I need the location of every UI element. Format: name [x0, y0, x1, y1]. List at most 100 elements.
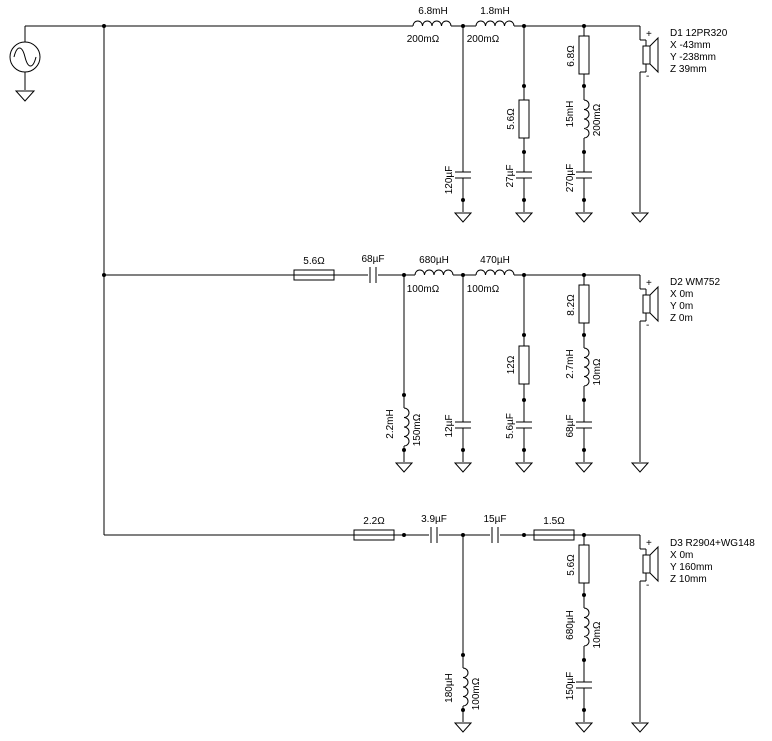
capacitor-b3-c3: 150µF	[565, 672, 592, 722]
capacitor-b3-c1: 3.9µF	[421, 514, 447, 543]
d3-z: Z 10mm	[670, 574, 707, 585]
b3-l3-dcr: 10mΩ	[592, 621, 603, 648]
d3-plus: +	[646, 538, 652, 549]
b1-r1-label: 5.6Ω	[506, 108, 517, 130]
b1-c1-label: 120µF	[444, 166, 455, 195]
junction-dots	[102, 24, 106, 277]
resistor-b2-rs: 5.6Ω	[293, 256, 335, 281]
b1-l1-dcr: 200mΩ	[407, 34, 440, 45]
b2-cs-label: 68µF	[362, 254, 385, 265]
inductor-b3-lsh: 180µH 100mΩ	[444, 535, 482, 722]
b3-l3-value: 680µH	[565, 610, 576, 640]
d3-y: Y 160mm	[670, 562, 713, 573]
ground-icon	[394, 462, 414, 473]
b1-c3-label: 270µF	[565, 164, 576, 193]
d1-y: Y -238mm	[670, 52, 716, 63]
inductor-b1-l2: 1.8mH 200mΩ	[467, 6, 515, 45]
b2-rs-label: 5.6Ω	[303, 256, 325, 267]
resistor-b1-r2: 6.8Ω	[566, 26, 590, 100]
d2-x: X 0m	[670, 289, 693, 300]
ground-icon	[630, 212, 650, 223]
speaker-d2: + - D2 WM752 X 0m Y 0m Z 0m	[639, 275, 720, 462]
b2-l1-value: 680µH	[419, 255, 449, 266]
capacitor-b2-c3: 68µF	[565, 415, 592, 462]
d2-y: Y 0m	[670, 301, 693, 312]
inductor-b1-l1: 6.8mH 200mΩ	[407, 6, 452, 45]
b2-l3-dcr: 10mΩ	[592, 358, 603, 385]
resistor-b3-r2: 1.5Ω	[533, 516, 575, 541]
b3-r2-label: 1.5Ω	[543, 516, 565, 527]
d2-minus: -	[646, 320, 649, 331]
d1-z: Z 39mm	[670, 64, 707, 75]
capacitor-b2-c1: 12µF	[444, 275, 471, 462]
b3-lsh-value: 180µH	[444, 673, 455, 703]
capacitor-b1-c1: 120µF	[444, 26, 471, 212]
b1-r2-label: 6.8Ω	[566, 45, 577, 67]
resistor-b3-r3: 5.6Ω	[566, 535, 590, 608]
inductor-b3-l3: 680µH 10mΩ	[565, 607, 603, 682]
capacitor-b2-c2: 5.6µF	[505, 413, 532, 462]
b1-l3-dcr: 200mΩ	[592, 103, 603, 136]
inductor-b2-l3: 2.7mH 10mΩ	[565, 347, 603, 422]
ground-icon	[514, 462, 534, 473]
capacitor-b3-c2: 15µF	[484, 514, 507, 543]
d1-minus: -	[646, 71, 649, 82]
resistor-b1-r1: 5.6Ω	[506, 26, 530, 172]
d2-z: Z 0m	[670, 313, 693, 324]
ground-icon	[453, 722, 473, 733]
b1-l2-value: 1.8mH	[480, 6, 509, 17]
b3-c2-label: 15µF	[484, 514, 507, 525]
d1-name: D1 12PR320	[670, 28, 728, 39]
resistor-b3-rs: 2.2Ω	[353, 516, 395, 541]
b3-c3-label: 150µF	[565, 672, 576, 701]
capacitor-b1-c2: 27µF	[505, 165, 532, 212]
ground-icon	[574, 462, 594, 473]
b2-c1-label: 12µF	[444, 415, 455, 438]
b3-c1-label: 3.9µF	[421, 514, 447, 525]
ac-source	[9, 26, 41, 90]
ground-icon	[514, 212, 534, 223]
b1-c2-label: 27µF	[505, 165, 516, 188]
ground-icon	[574, 212, 594, 223]
b3-lsh-dcr: 100mΩ	[471, 677, 482, 710]
inductor-b1-l3: 15mH 200mΩ	[565, 99, 603, 172]
speaker-d1: + - D1 12PR320 X -43mm Y -238mm Z 39mm	[639, 26, 728, 212]
d2-plus: +	[646, 278, 652, 289]
ground-icon	[630, 462, 650, 473]
d3-name: D3 R2904+WG148	[670, 538, 755, 549]
d3-minus: -	[646, 580, 649, 591]
inductor-b2-l1: 680µH 100mΩ	[407, 255, 454, 295]
b1-l1-value: 6.8mH	[418, 6, 447, 17]
inductor-b2-l2: 470µH 100mΩ	[467, 255, 515, 295]
d3-x: X 0m	[670, 550, 693, 561]
b2-r1-label: 12Ω	[506, 355, 517, 374]
d1-x: X -43mm	[670, 40, 711, 51]
b1-l2-dcr: 200mΩ	[467, 34, 500, 45]
resistor-b2-r2: 8.2Ω	[566, 275, 590, 348]
capacitor-b1-c3: 270µF	[565, 164, 592, 212]
resistor-b2-r1: 12Ω	[506, 275, 530, 422]
b3-rs-label: 2.2Ω	[363, 516, 385, 527]
ground-icon	[14, 90, 36, 102]
inductor-b2-lsh: 2.2mH 150mΩ	[385, 275, 423, 462]
b2-l2-dcr: 100mΩ	[467, 284, 500, 295]
b2-lsh-value: 2.2mH	[385, 409, 396, 438]
b1-l3-value: 15mH	[565, 101, 576, 128]
ground-icon	[453, 462, 473, 473]
b2-r2-label: 8.2Ω	[566, 294, 577, 316]
speaker-d3: + - D3 R2904+WG148 X 0m Y 160mm Z 10mm	[639, 535, 755, 722]
b2-l1-dcr: 100mΩ	[407, 284, 440, 295]
b2-c3-label: 68µF	[565, 415, 576, 438]
b2-lsh-dcr: 150mΩ	[412, 413, 423, 446]
b2-l2-value: 470µH	[480, 255, 510, 266]
capacitor-b2-cs: 68µF	[362, 254, 385, 283]
ground-icon	[453, 212, 473, 223]
b2-l3-value: 2.7mH	[565, 349, 576, 378]
ground-icon	[574, 722, 594, 733]
ground-icon	[630, 722, 650, 733]
d2-name: D2 WM752	[670, 277, 720, 288]
b3-r3-label: 5.6Ω	[566, 554, 577, 576]
d1-plus: +	[646, 29, 652, 40]
b2-c2-label: 5.6µF	[505, 413, 516, 439]
